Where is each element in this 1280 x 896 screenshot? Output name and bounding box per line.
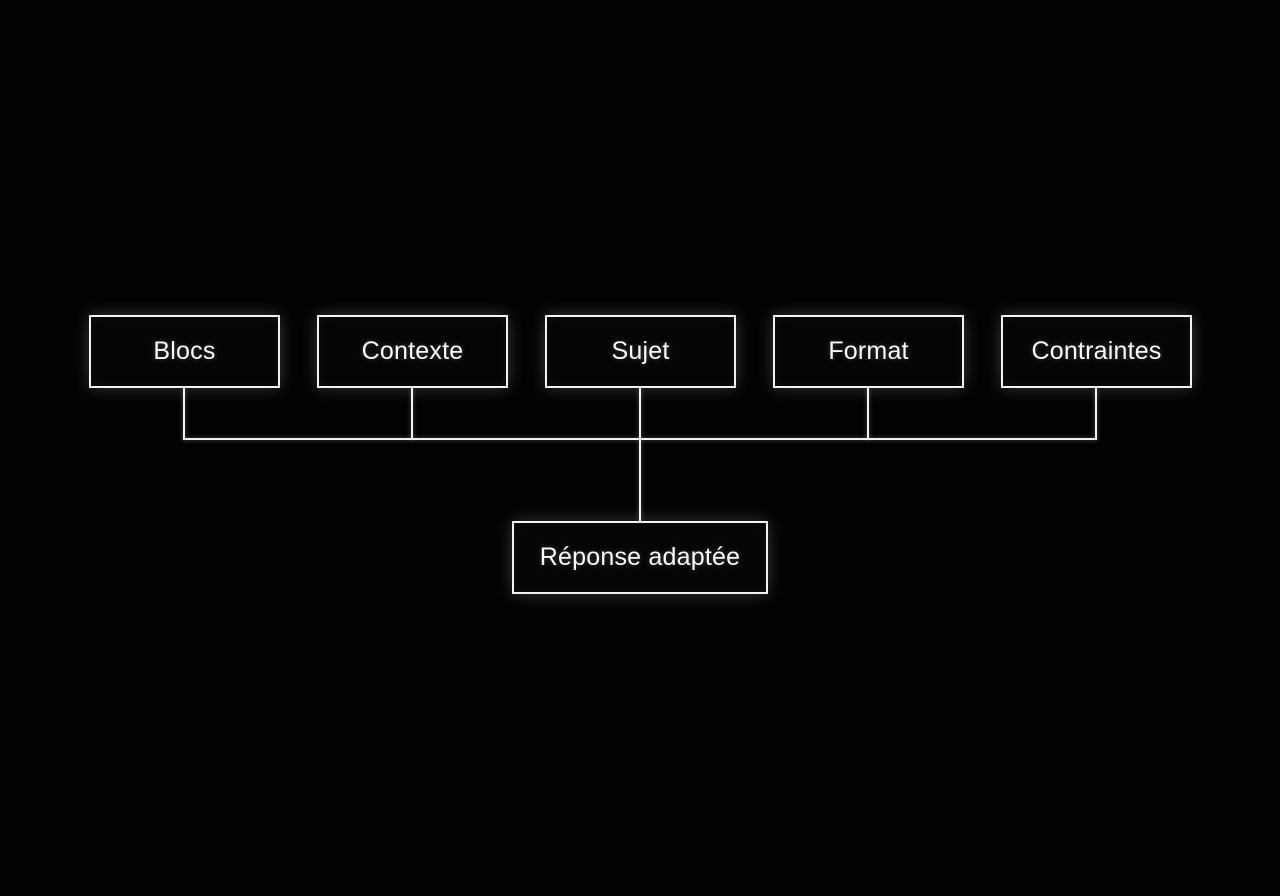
- node-contexte-label: Contexte: [361, 337, 464, 365]
- node-blocs-label: Blocs: [153, 337, 216, 365]
- node-sujet-label: Sujet: [611, 337, 670, 365]
- node-format: Format: [773, 315, 964, 388]
- connector-contraintes-drop: [1095, 388, 1097, 440]
- node-contexte: Contexte: [317, 315, 508, 388]
- node-contraintes-label: Contraintes: [1031, 337, 1162, 365]
- node-blocs: Blocs: [89, 315, 280, 388]
- connector-format-drop: [867, 388, 869, 440]
- connector-contexte-drop: [411, 388, 413, 440]
- node-reponse-adaptee: Réponse adaptée: [512, 521, 768, 594]
- connector-blocs-drop: [183, 388, 185, 440]
- node-format-label: Format: [828, 337, 909, 365]
- node-contraintes: Contraintes: [1001, 315, 1192, 388]
- node-reponse-adaptee-label: Réponse adaptée: [539, 543, 741, 571]
- node-sujet: Sujet: [545, 315, 736, 388]
- connector-horizontal-bus: [183, 438, 1097, 440]
- connector-sujet-to-result: [639, 388, 641, 521]
